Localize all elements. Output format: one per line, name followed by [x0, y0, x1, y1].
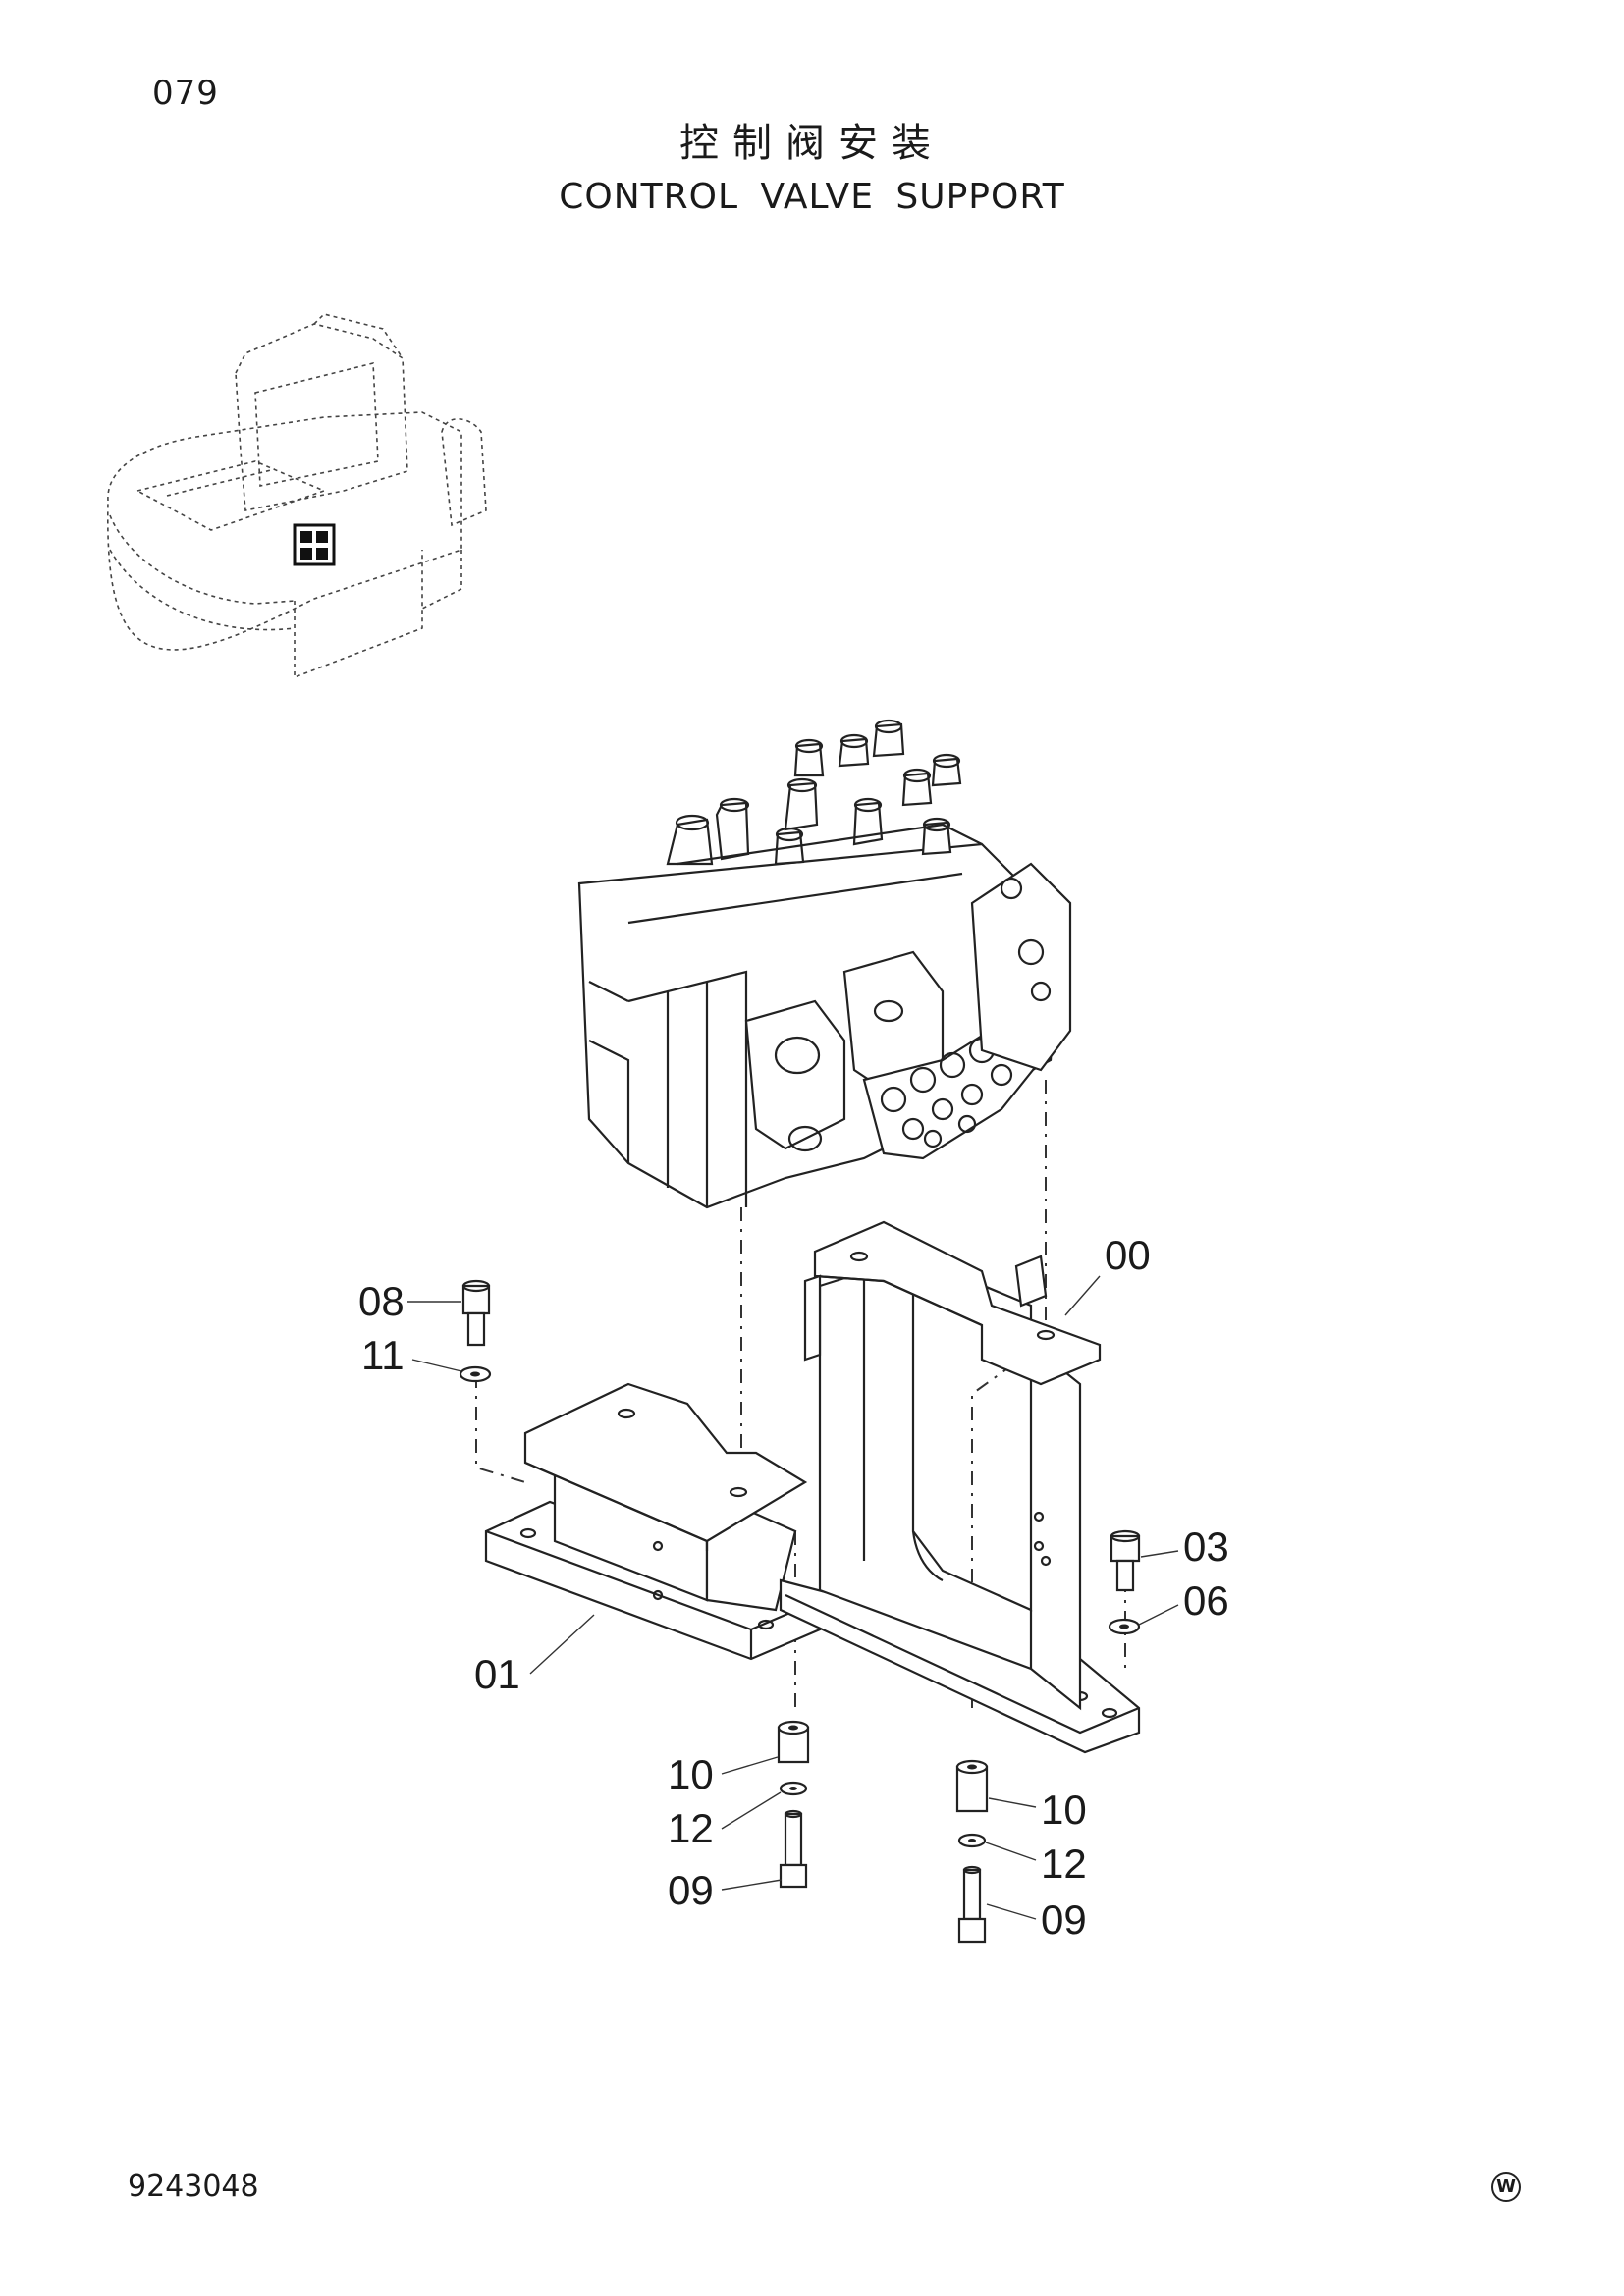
callout-01: 01 — [474, 1651, 520, 1697]
title-chinese: 控制阀安装 — [679, 121, 945, 166]
excavator-overview-illustration — [106, 313, 487, 679]
w-mark-badge: W — [1491, 2172, 1521, 2202]
callout-06: 06 — [1183, 1577, 1229, 1624]
bolt-03 — [1110, 1529, 1141, 1592]
spool-caps — [666, 719, 962, 866]
washer-11 — [459, 1365, 492, 1383]
callout-09-left: 09 — [668, 1867, 714, 1913]
callout-08: 08 — [358, 1278, 405, 1324]
bolt-08 — [461, 1279, 491, 1347]
spacer-10-left — [777, 1720, 810, 1764]
bolt-09-left — [779, 1809, 808, 1889]
callout-10-left: 10 — [668, 1751, 714, 1797]
callout-00: 00 — [1105, 1232, 1151, 1278]
callout-03: 03 — [1183, 1523, 1229, 1570]
washer-12-right — [957, 1833, 987, 1848]
control-valve-assembly — [577, 719, 1072, 1209]
callout-11: 11 — [361, 1332, 405, 1378]
washer-12-left — [779, 1781, 808, 1796]
callout-labels: 00 01 03 06 08 11 10 12 09 10 12 09 — [358, 1232, 1229, 1943]
bolt-09-right — [957, 1865, 987, 1944]
control-valve-location-highlight — [293, 523, 336, 566]
spacer-10-right — [955, 1759, 989, 1813]
callout-09-right: 09 — [1041, 1896, 1087, 1943]
support-block-part-01 — [484, 1382, 822, 1661]
callout-12-right: 12 — [1041, 1841, 1087, 1887]
callout-10-right: 10 — [1041, 1787, 1087, 1833]
callout-12-left: 12 — [668, 1805, 714, 1851]
document-number: 9243048 — [128, 2169, 259, 2204]
washer-06 — [1108, 1618, 1141, 1635]
title-block: 控制阀安装 CONTROL VALVE SUPPORT — [0, 118, 1624, 222]
support-bracket-part-00 — [779, 1220, 1141, 1754]
leader-lines — [407, 1275, 1179, 1920]
title-english: CONTROL VALVE SUPPORT — [559, 177, 1065, 217]
page-number: 079 — [152, 74, 219, 113]
